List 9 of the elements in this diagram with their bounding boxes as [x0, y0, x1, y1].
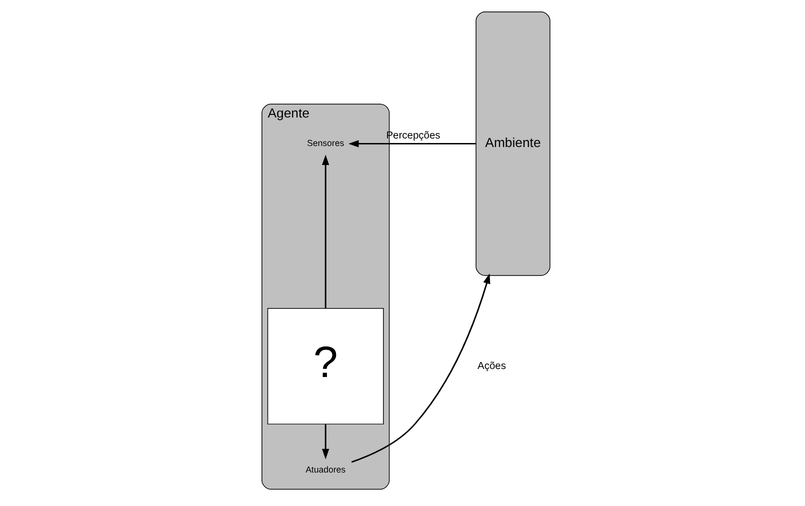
arrow [322, 154, 329, 308]
node-text: Atuadores [305, 464, 346, 474]
arrow [322, 424, 329, 459]
arrow [350, 272, 490, 462]
node-box: Ambiente [475, 11, 550, 276]
node-box: ? [266, 308, 384, 424]
arrow [348, 140, 476, 147]
edge-label: Ações [477, 360, 506, 372]
node-text: Sensores [306, 137, 344, 148]
